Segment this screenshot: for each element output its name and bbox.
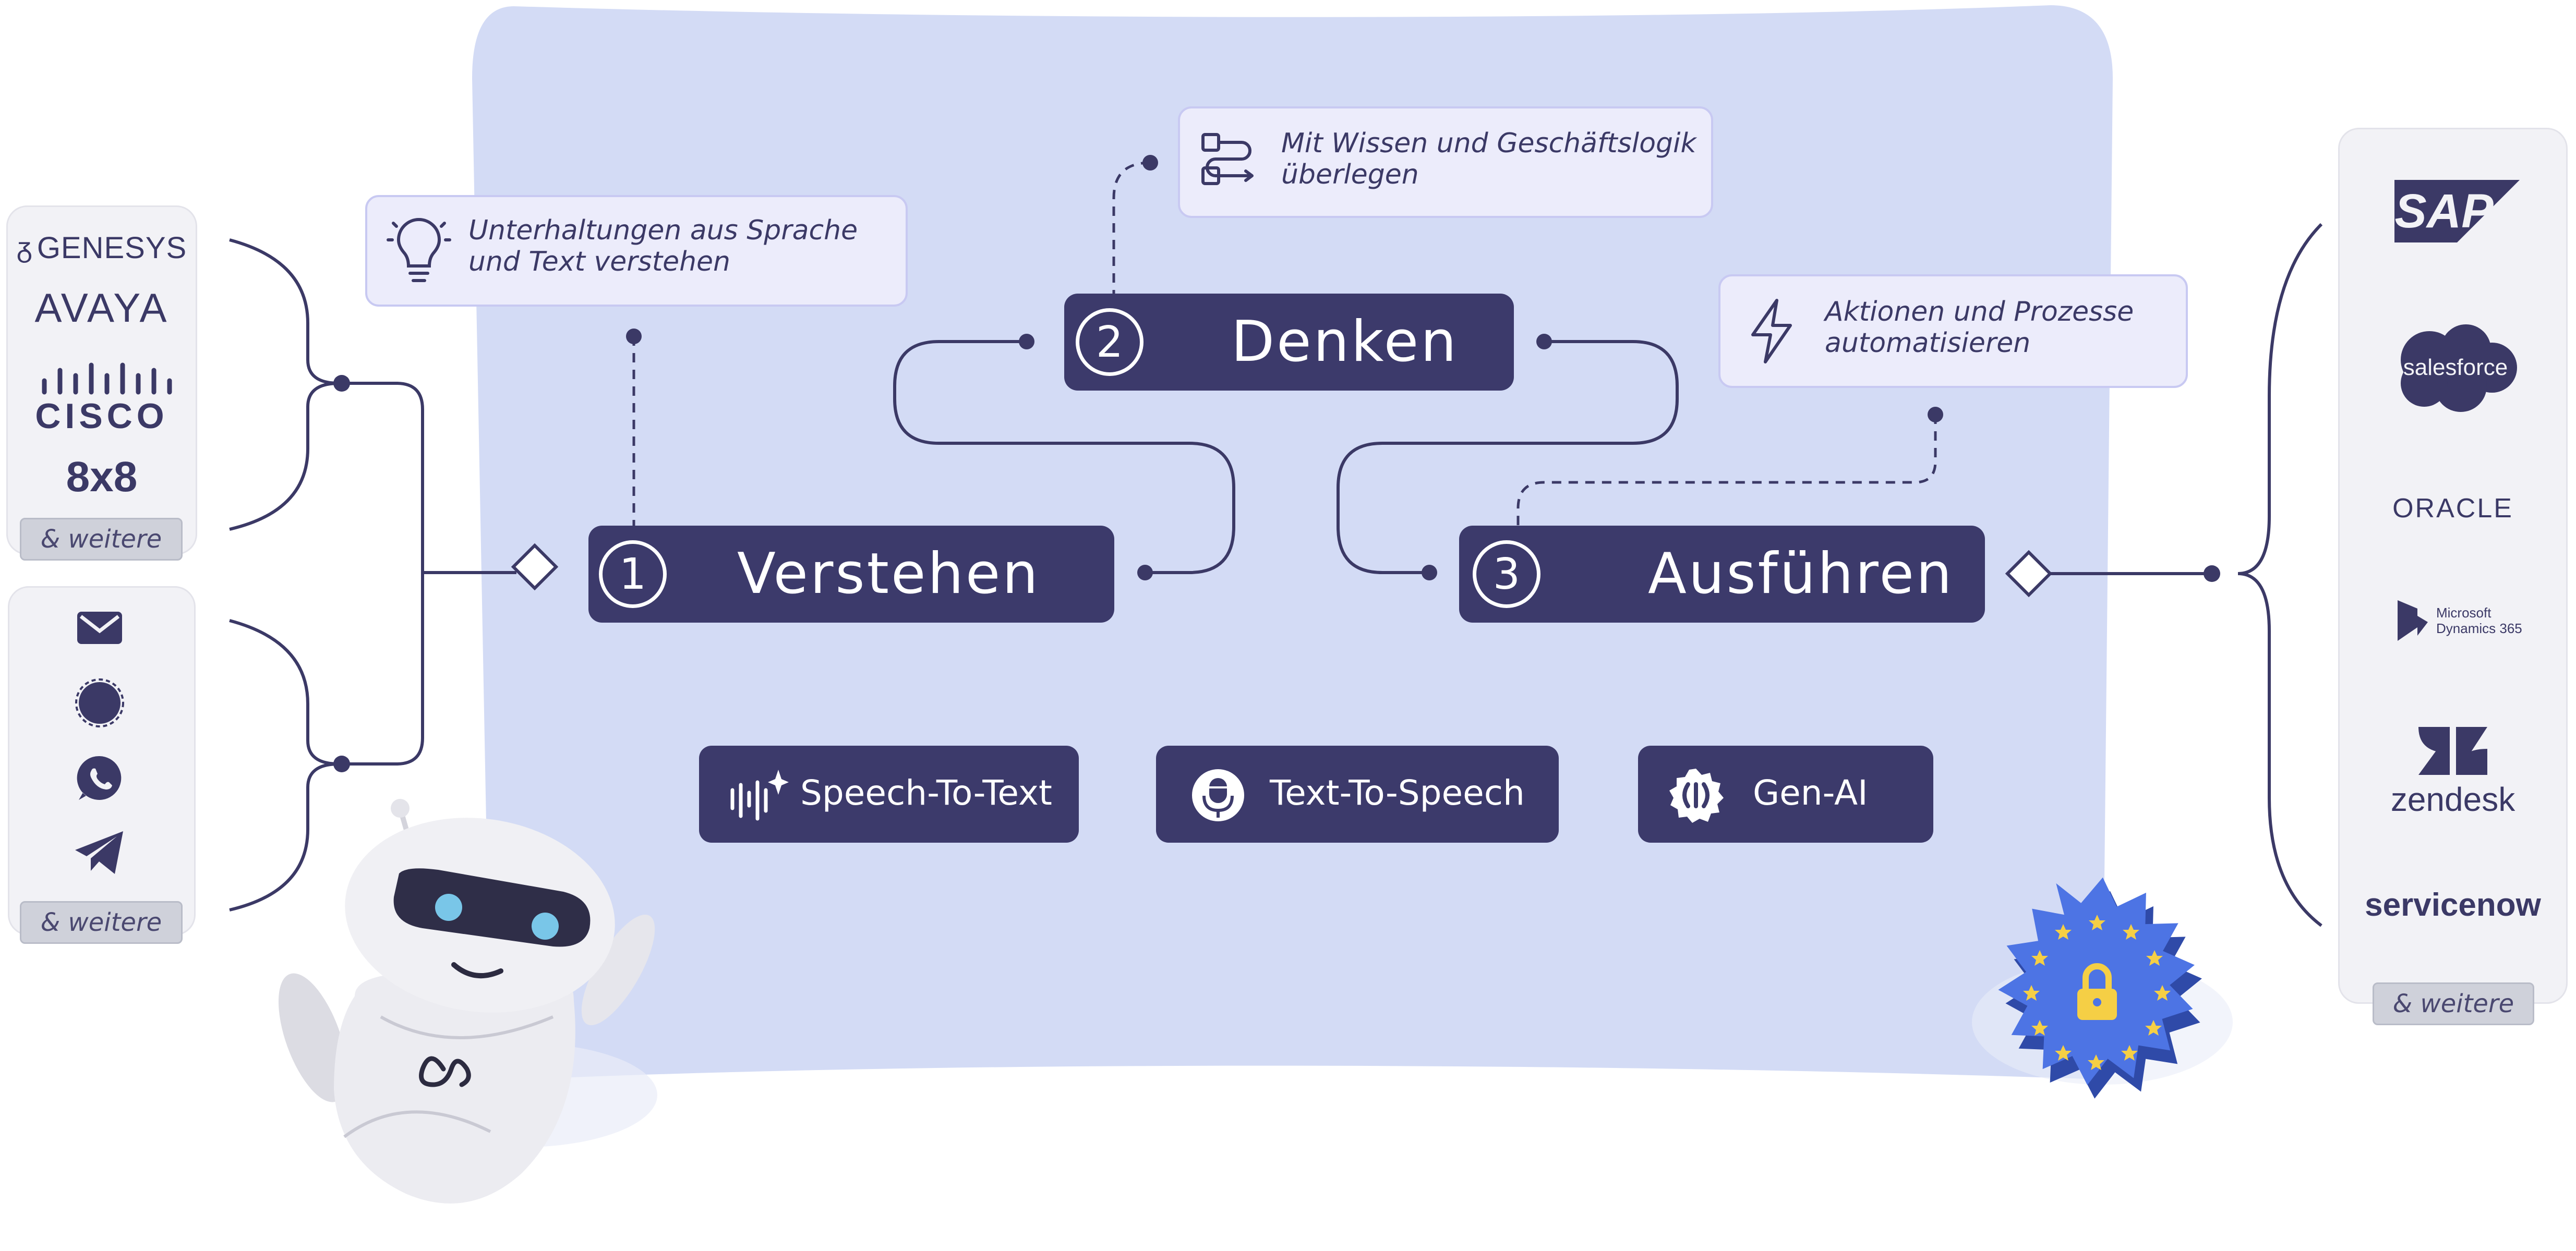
salesforce-logo: salesforce bbox=[2393, 323, 2518, 412]
verstehen-denken-path bbox=[893, 340, 1235, 574]
callout-execute bbox=[1718, 274, 2188, 388]
left-bottom-messaging-panel bbox=[8, 586, 196, 936]
avaya-logo: AVAYA bbox=[34, 284, 169, 331]
telegram-icon bbox=[75, 831, 123, 874]
right-integrations-panel bbox=[2338, 128, 2568, 1004]
capability-gen-ai-label: Gen-AI bbox=[1753, 773, 1868, 813]
whatsapp-icon bbox=[77, 756, 122, 800]
step-2-number: 2 bbox=[1076, 308, 1143, 376]
callout-2-dash bbox=[1112, 161, 1151, 300]
robot-mascot-illustration bbox=[278, 799, 657, 1204]
zendesk-logo: zendesk bbox=[2338, 725, 2568, 819]
right-diamond-connector bbox=[2005, 550, 2053, 598]
lightbulb-icon bbox=[387, 218, 451, 282]
step-ausfuehren: 3 Ausführen bbox=[1459, 526, 1985, 623]
left-top-brace bbox=[229, 238, 340, 531]
step-denken: 2 Denken bbox=[1064, 294, 1514, 391]
padlock-icon bbox=[2077, 963, 2117, 1020]
oracle-logo: ORACLE bbox=[2392, 493, 2513, 524]
capability-speech-to-text bbox=[699, 746, 1079, 843]
signal-icon bbox=[75, 678, 124, 727]
capability-text-to-speech-label: Text-To-Speech bbox=[1270, 773, 1525, 813]
workflow-icon bbox=[1201, 133, 1254, 185]
left-diamond-connector bbox=[511, 543, 559, 591]
callout-understand bbox=[365, 195, 908, 307]
step-1-number: 1 bbox=[599, 540, 667, 608]
right-brace bbox=[2237, 223, 2323, 927]
callout-3-dash bbox=[1516, 415, 1937, 532]
mail-icon bbox=[77, 612, 122, 644]
denken-ausfuehren-path bbox=[1337, 340, 1679, 574]
step-1-label: Verstehen bbox=[737, 541, 1040, 606]
callout-think bbox=[1178, 106, 1713, 218]
sap-logo: SAP bbox=[2394, 180, 2520, 242]
ai-chip-icon bbox=[1669, 769, 1724, 823]
step-3-number: 3 bbox=[1473, 540, 1540, 608]
left-top-more-badge: & weitere bbox=[20, 518, 183, 561]
left-bottom-more-badge: & weitere bbox=[20, 901, 183, 944]
capability-speech-to-text-label: Speech-To-Text bbox=[800, 773, 1052, 813]
lightning-icon bbox=[1751, 299, 1792, 363]
left-merge-line bbox=[342, 382, 516, 766]
waveform-sparkle-icon bbox=[730, 770, 789, 821]
right-more-badge: & weitere bbox=[2373, 982, 2534, 1025]
step-2-label: Denken bbox=[1231, 309, 1459, 374]
servicenow-logo: servicenow bbox=[2365, 886, 2541, 923]
eu-security-badge bbox=[1972, 877, 2233, 1099]
step-3-label: Ausführen bbox=[1648, 541, 1954, 606]
cisco-logo: CISCO bbox=[35, 362, 172, 436]
8x8-logo: 8x8 bbox=[66, 453, 138, 501]
step-verstehen: 1 Verstehen bbox=[588, 526, 1114, 623]
microphone-icon bbox=[1192, 769, 1244, 821]
